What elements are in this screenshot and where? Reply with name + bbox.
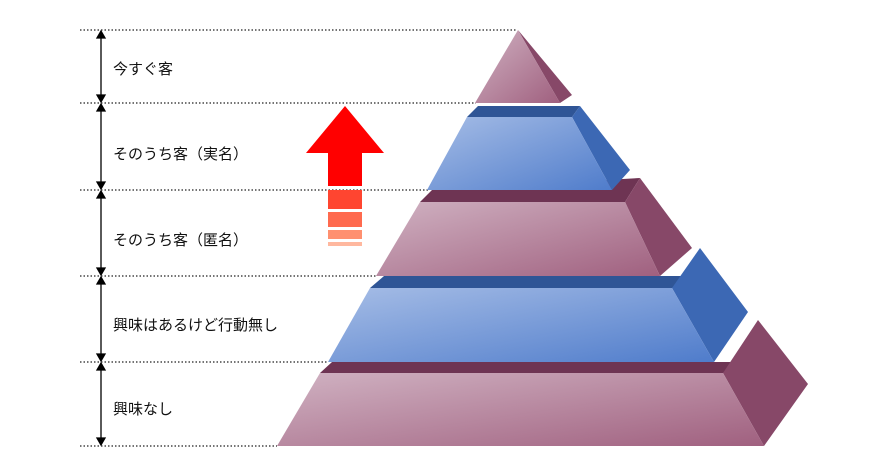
tier-3 [376, 178, 692, 276]
level-label-now: 今すぐ客 [113, 60, 174, 78]
double-arrow-icon [95, 29, 107, 104]
tier-4 [328, 248, 748, 362]
level-arrows [95, 29, 107, 447]
level-label-later-named: そのうち客（実名） [113, 145, 249, 163]
tier-2 [427, 106, 630, 190]
guide-lines [80, 29, 516, 447]
level-label-not-interested: 興味なし [113, 400, 174, 418]
tier-1 [475, 30, 572, 103]
double-arrow-icon [95, 102, 107, 191]
tier-5 [277, 320, 808, 446]
double-arrow-icon [95, 275, 107, 363]
double-arrow-icon [95, 361, 107, 447]
level-label-interested-no-action: 興味はあるけど行動無し [113, 316, 279, 334]
level-label-later-anonymous: そのうち客（匿名） [113, 231, 249, 249]
double-arrow-icon [95, 189, 107, 277]
up-arrow-icon [306, 106, 384, 246]
